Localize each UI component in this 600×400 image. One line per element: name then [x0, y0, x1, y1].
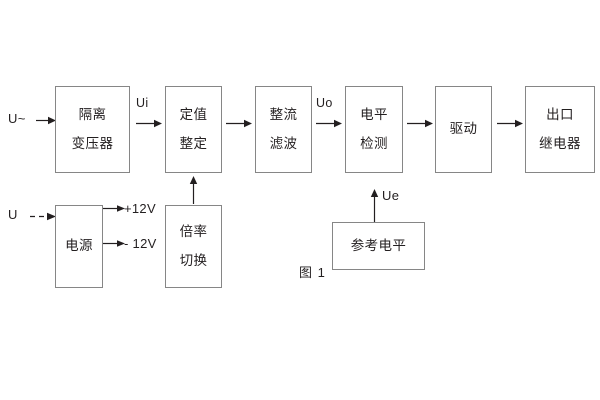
- block-rectify-filter-line2: 滤波: [269, 135, 298, 151]
- block-isolation-transformer[interactable]: 隔离 变压器: [55, 86, 130, 173]
- supply-label-positive: +12V: [124, 201, 156, 216]
- block-output-relay[interactable]: 出口 继电器: [525, 86, 595, 173]
- block-ratio-switch[interactable]: 倍率 切换: [165, 205, 222, 288]
- block-setting-adjust-line2: 整定: [179, 135, 208, 151]
- figure-caption: 图 1: [299, 265, 326, 280]
- arrow-ratio-switch-to-setting-adjust: [189, 176, 198, 204]
- block-ratio-switch-line2: 切换: [179, 252, 208, 268]
- arrow-power-supply-positive-rail: [103, 204, 125, 213]
- block-output-relay-line1: 出口: [546, 107, 574, 123]
- block-isolation-transformer-line1: 隔离: [78, 107, 107, 123]
- block-reference-level-line1: 参考电平: [350, 237, 407, 253]
- block-reference-level[interactable]: 参考电平: [332, 222, 425, 270]
- signal-label-uo: Uo: [316, 96, 333, 110]
- block-rectify-filter[interactable]: 整流 滤波: [255, 86, 312, 173]
- block-isolation-transformer-line2: 变压器: [71, 135, 114, 151]
- block-rectify-filter-line1: 整流: [269, 107, 298, 123]
- block-drive[interactable]: 驱动: [435, 86, 492, 173]
- block-ratio-switch-line1: 倍率: [179, 224, 208, 240]
- arrow-dc-input-to-power-supply: [30, 212, 56, 221]
- signal-label-ui: Ui: [136, 96, 149, 110]
- block-setting-adjust[interactable]: 定值 整定: [165, 86, 222, 173]
- block-power-supply[interactable]: 电源: [55, 205, 103, 288]
- supply-label-negative: - 12V: [124, 236, 157, 251]
- block-power-supply-line1: 电源: [65, 238, 93, 254]
- block-level-detect-line1: 电平: [360, 107, 388, 123]
- arrow-setting-adjust-to-rectify-filter: [226, 119, 252, 128]
- block-output-relay-line2: 继电器: [539, 135, 581, 151]
- arrow-rectify-filter-to-level-detect: [316, 119, 342, 128]
- arrow-reference-level-to-level-detect: [370, 189, 379, 222]
- arrow-power-supply-negative-rail: [103, 239, 125, 248]
- block-level-detect[interactable]: 电平 检测: [345, 86, 403, 173]
- arrow-drive-to-output-relay: [497, 119, 523, 128]
- signal-label-ue: Ue: [382, 188, 400, 203]
- input-label-ac: U~: [8, 111, 26, 126]
- block-level-detect-line2: 检测: [360, 135, 388, 151]
- arrow-isolation-transformer-to-setting-adjust: [136, 119, 162, 128]
- block-drive-line1: 驱动: [449, 121, 478, 137]
- block-setting-adjust-line1: 定值: [179, 107, 208, 123]
- input-label-dc: U: [8, 207, 18, 222]
- arrow-level-detect-to-drive: [407, 119, 433, 128]
- arrow-ac-input-to-isolation-transformer: [36, 116, 56, 125]
